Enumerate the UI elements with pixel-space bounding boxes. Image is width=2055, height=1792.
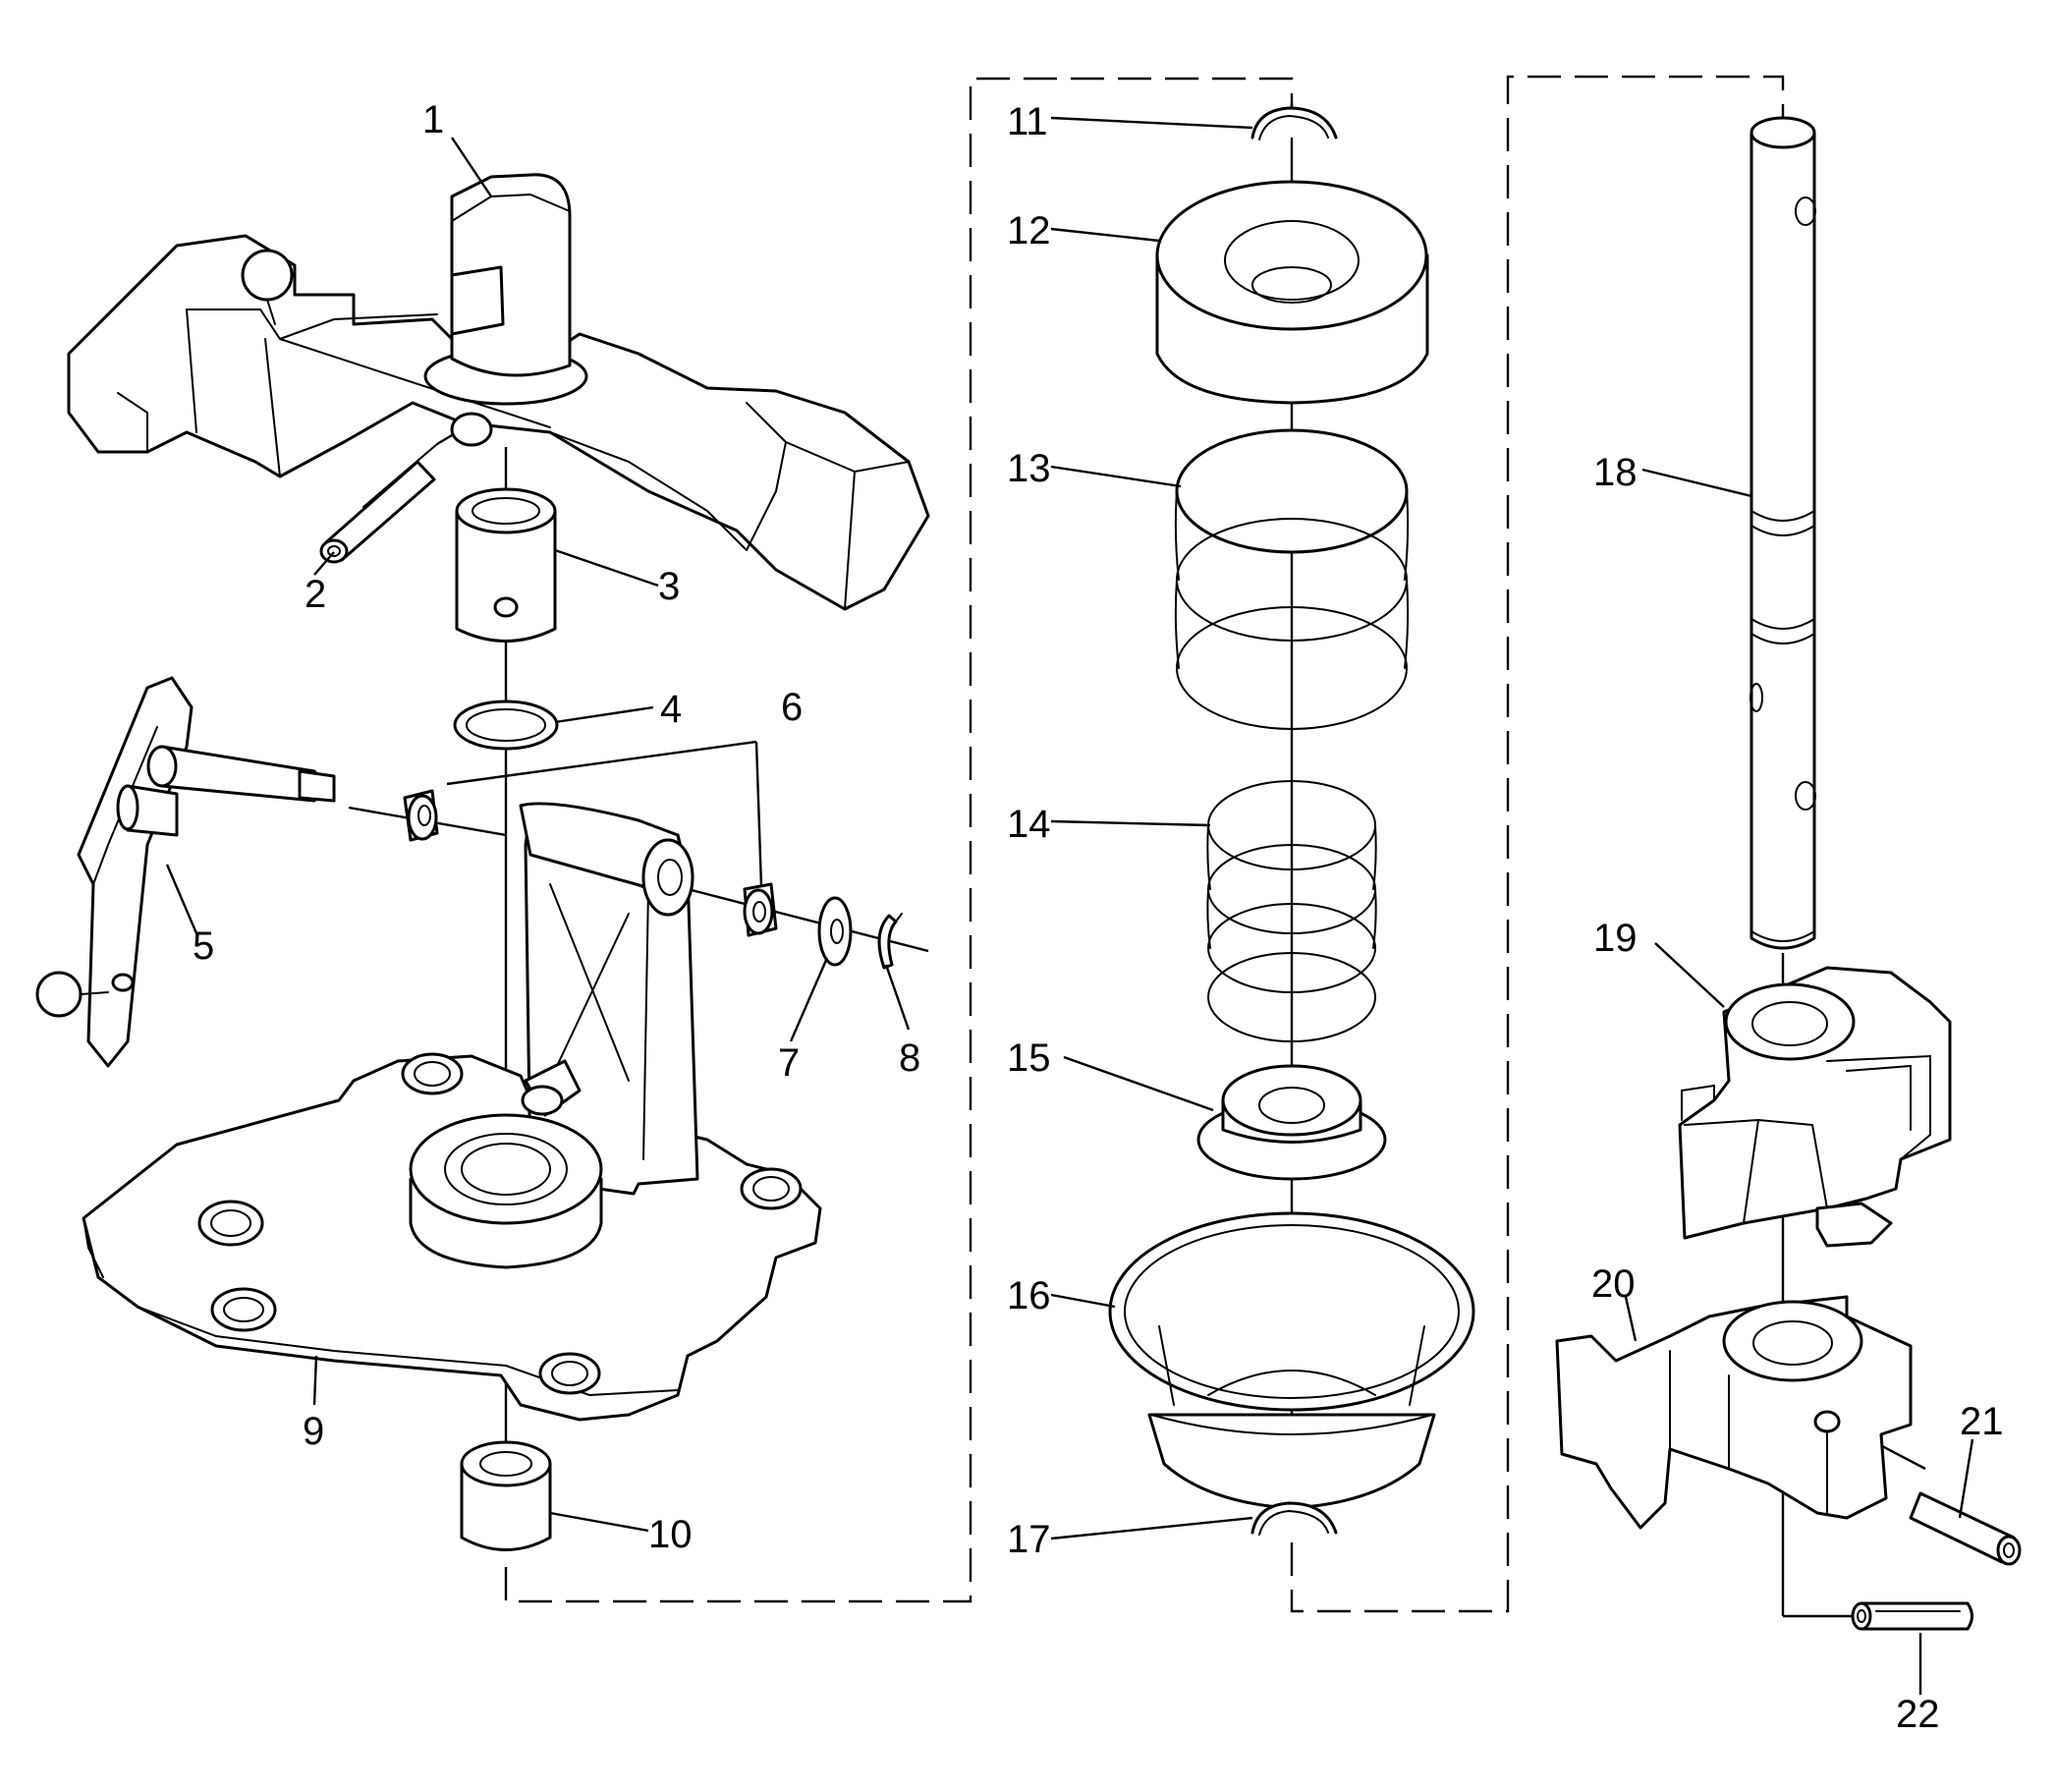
callout-labels: 1 2 3 4 5 6 7 8 9 10 11 12 13 14 15 16 1… [193, 98, 2004, 1736]
callout-12: 12 [1007, 209, 1051, 252]
part-19 [1678, 966, 1952, 1248]
callout-3: 3 [658, 565, 680, 608]
part-1 [67, 173, 930, 611]
callout-14: 14 [1007, 803, 1051, 846]
callout-22: 22 [1896, 1693, 1940, 1736]
callout-17: 17 [1007, 1518, 1051, 1561]
part-20 [1555, 1295, 1913, 1530]
part-16 [1108, 1211, 1475, 1510]
part-13 [1174, 428, 1410, 730]
callout-10: 10 [648, 1513, 693, 1556]
callout-20: 20 [1591, 1262, 1636, 1306]
part-21 [1909, 1491, 2022, 1566]
callout-9: 9 [303, 1410, 324, 1453]
part-17 [1250, 1501, 1338, 1536]
callout-19: 19 [1593, 917, 1638, 960]
callout-5: 5 [193, 924, 214, 968]
part-5 [35, 676, 336, 1068]
part-18 [1750, 116, 1816, 950]
leader-lines [165, 116, 1974, 1695]
callout-11: 11 [1007, 100, 1048, 143]
part-22 [1851, 1601, 1973, 1631]
callout-13: 13 [1007, 447, 1051, 490]
part-9 [82, 802, 822, 1422]
callout-21: 21 [1960, 1400, 2004, 1443]
part-6 [403, 789, 778, 937]
part-3 [455, 487, 557, 643]
part-11 [1250, 106, 1338, 140]
callout-2: 2 [305, 573, 326, 616]
callout-15: 15 [1007, 1036, 1051, 1080]
part-4 [453, 700, 559, 751]
dashed-connector-lines [504, 75, 1785, 1613]
callout-7: 7 [778, 1041, 800, 1085]
callout-18: 18 [1593, 451, 1638, 494]
part-10 [460, 1440, 552, 1551]
part-7 [817, 896, 853, 967]
callout-6: 6 [781, 686, 803, 729]
part-15 [1196, 1064, 1387, 1181]
part-8 [877, 913, 903, 970]
callout-8: 8 [899, 1036, 920, 1080]
callout-1: 1 [422, 98, 444, 141]
part-14 [1206, 780, 1377, 1042]
part-12 [1155, 180, 1429, 405]
part-2 [319, 443, 438, 564]
callout-16: 16 [1007, 1274, 1051, 1317]
callout-4: 4 [660, 688, 682, 731]
